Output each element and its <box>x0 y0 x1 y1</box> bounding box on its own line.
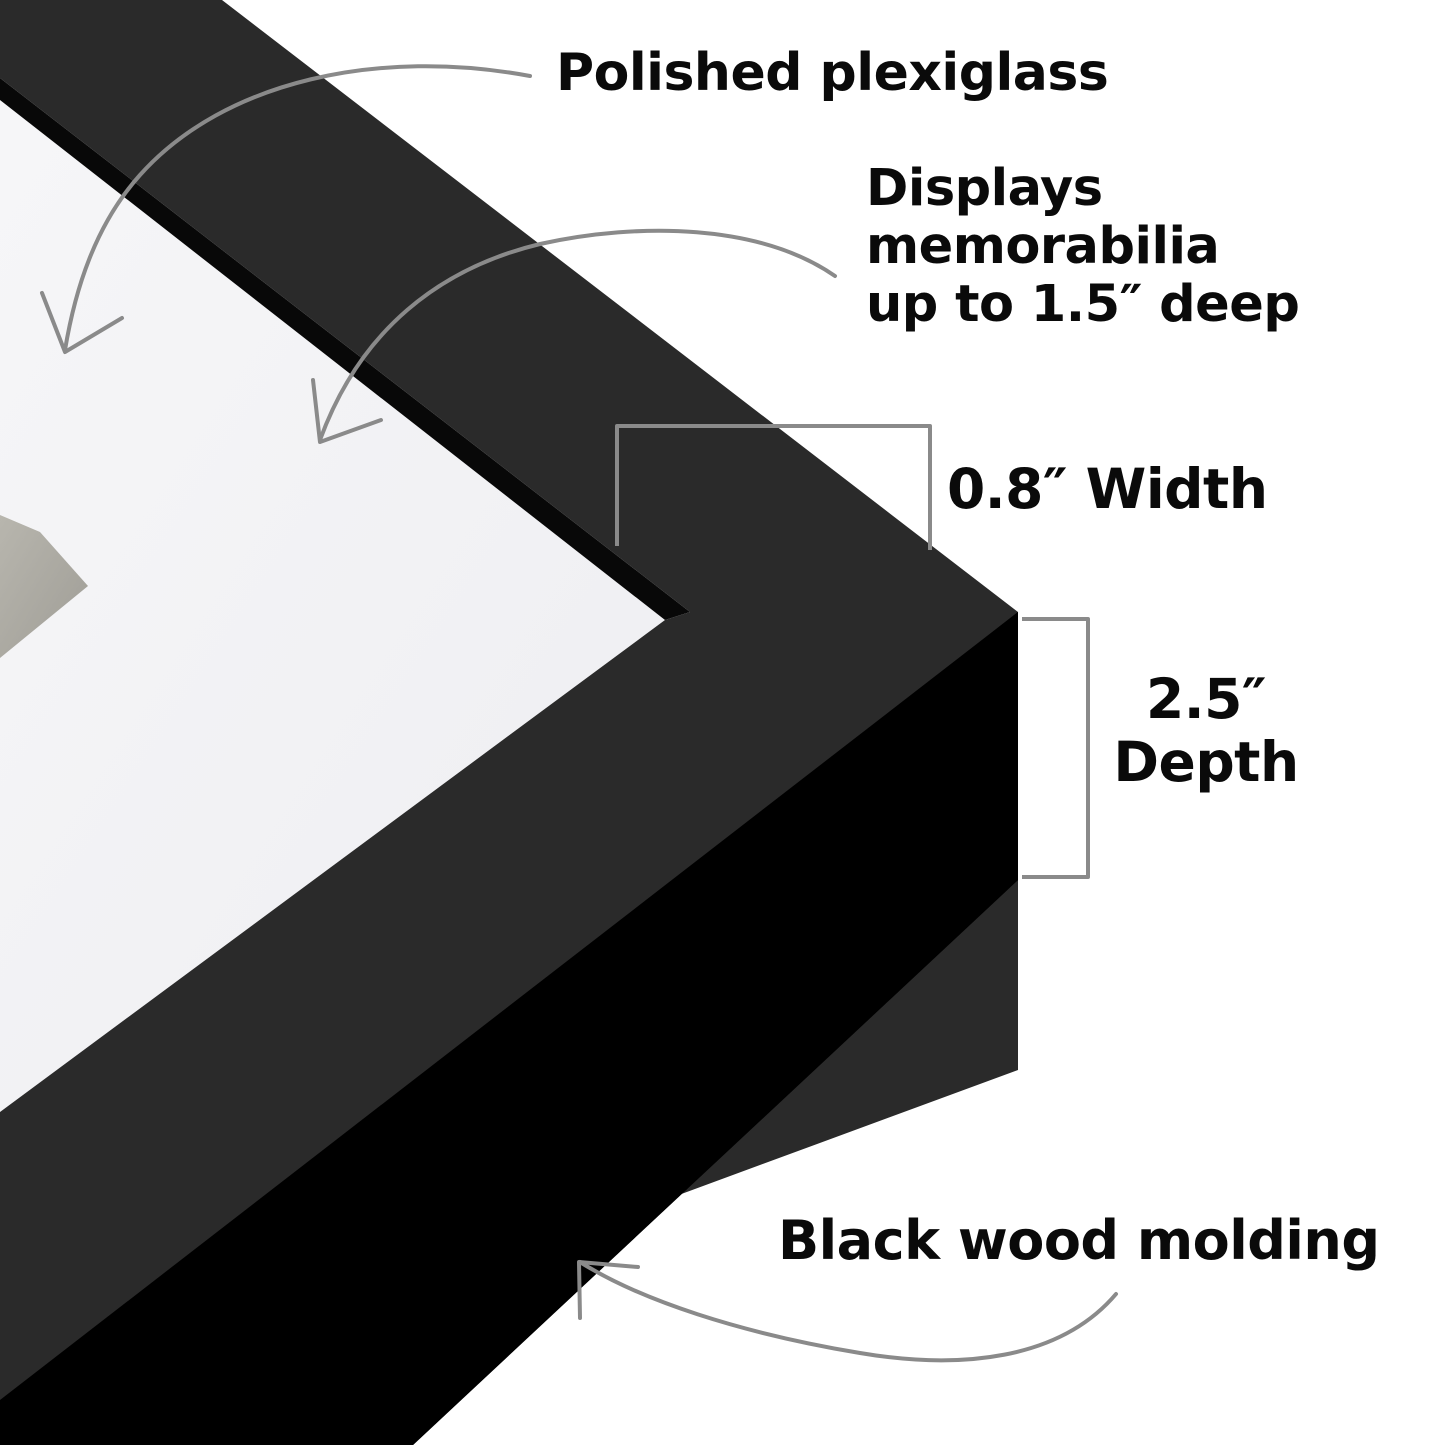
curved-arrow-icon <box>311 228 837 444</box>
depth-label-value: 2.5″ <box>1145 667 1267 731</box>
depth-label-text: Depth <box>1113 729 1299 794</box>
memorabilia-label-line-1: Displays <box>866 159 1103 218</box>
memorabilia-label-line-3: up to 1.5″ deep <box>866 275 1300 335</box>
mat-board <box>0 100 665 1112</box>
memorabilia-label-line-2: memorabilia <box>866 217 1220 277</box>
width-label: 0.8″ Width <box>947 457 1268 521</box>
frame-side-bottom <box>0 612 1018 1445</box>
curved-arrow-icon <box>577 1260 1118 1363</box>
depth-label: 2.5″ Depth <box>1112 668 1300 793</box>
curved-arrow-icon <box>40 64 532 354</box>
memorabilia-label: Displays memorabilia up to 1.5″ deep <box>866 159 1300 335</box>
plexiglass-label: Polished plexiglass <box>556 43 1109 103</box>
molding-label: Black wood molding <box>778 1209 1380 1272</box>
width-bracket-icon <box>615 424 932 550</box>
frame-inner-shadow <box>0 78 690 620</box>
depth-bracket-icon <box>1022 617 1090 879</box>
artwork-edge <box>0 515 88 658</box>
